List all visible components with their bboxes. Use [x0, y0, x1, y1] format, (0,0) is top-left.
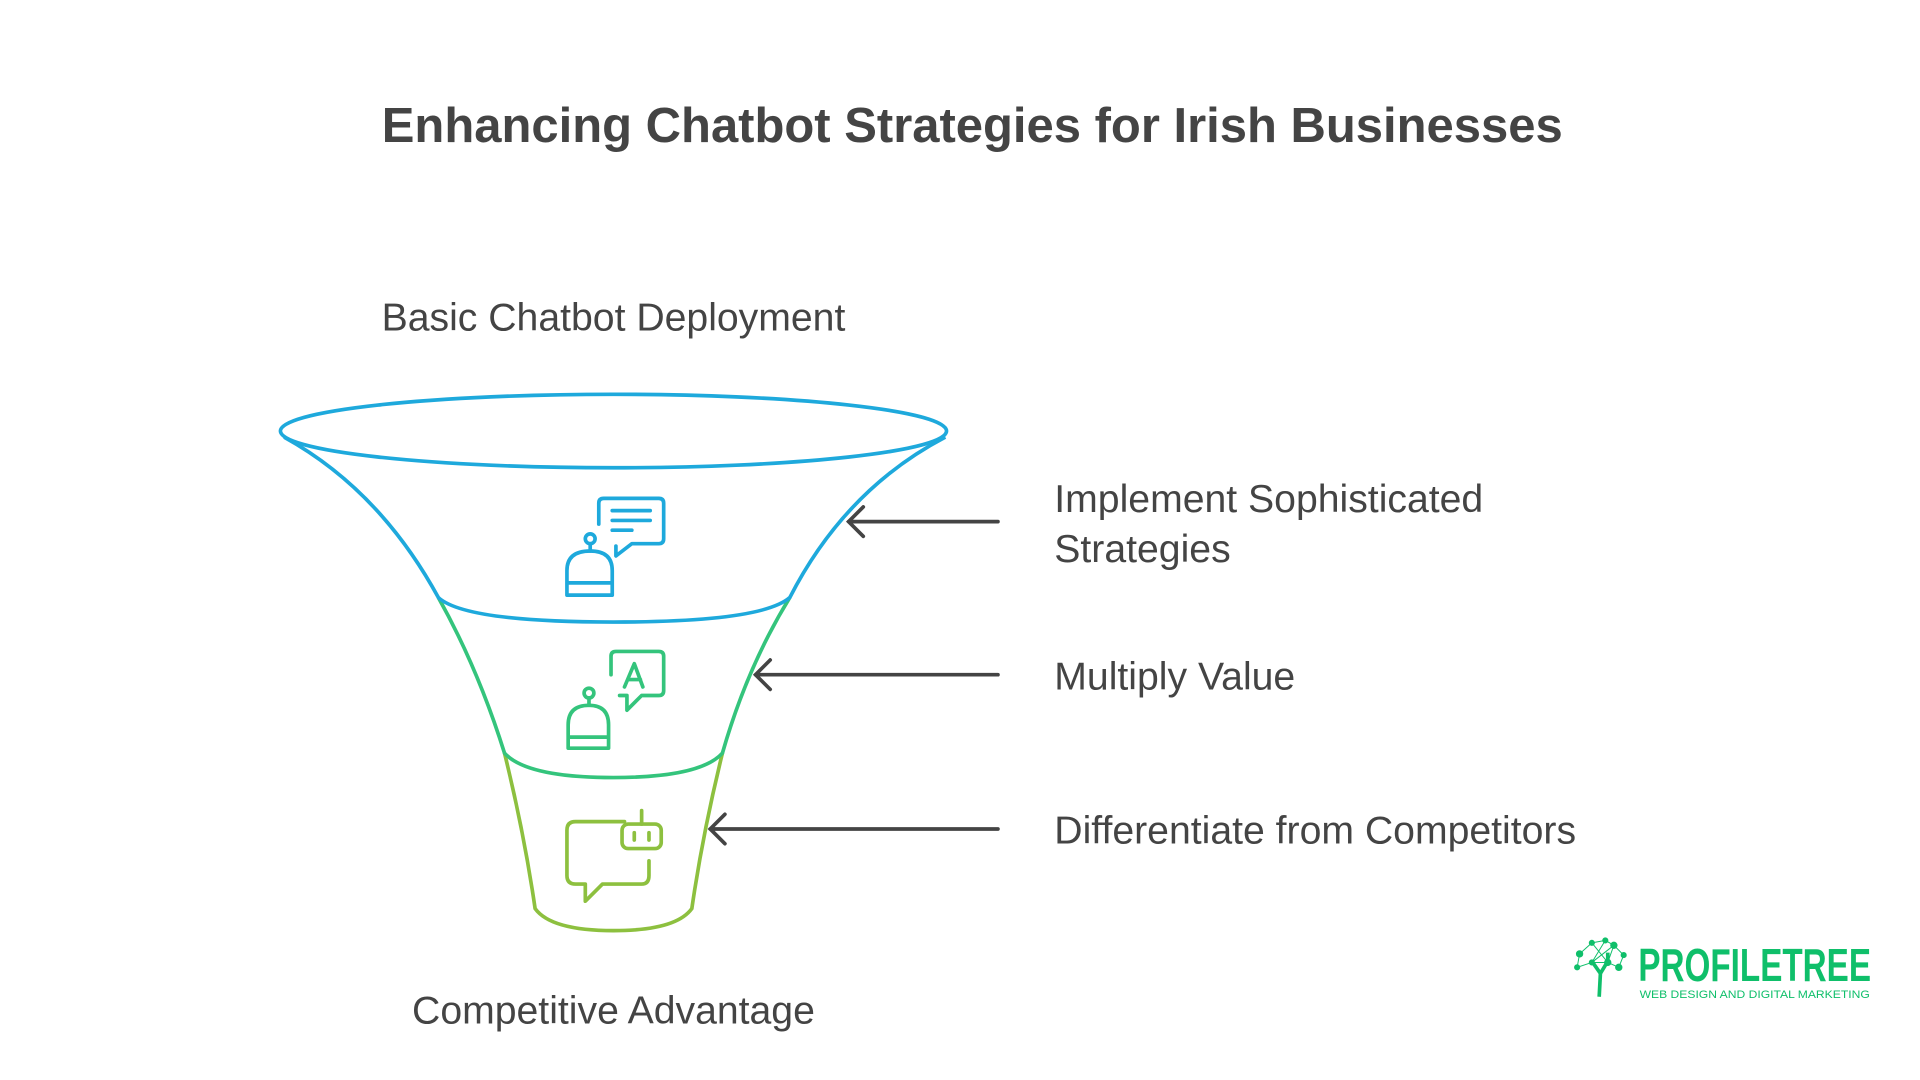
- logo-name: PROFILETREE: [1638, 939, 1871, 991]
- arrow-3: [707, 812, 1000, 846]
- robot-chat-message-icon: [565, 496, 666, 597]
- funnel-stage-2: [436, 596, 792, 780]
- profiletree-logo: PROFILETREE WEB DESIGN AND DIGITAL MARKE…: [1574, 937, 1871, 1001]
- page-title: Enhancing Chatbot Strategies for Irish B…: [382, 99, 1563, 153]
- funnel-stage-3: [502, 752, 725, 933]
- funnel-bottom-label: Competitive Advantage: [412, 990, 815, 1033]
- stage-1-label-line-2: Strategies: [1054, 528, 1230, 571]
- stage-3-label: Differentiate from Competitors: [1054, 810, 1576, 853]
- arrow-1: [845, 505, 1000, 539]
- stage-1-label-line-1: Implement Sophisticated: [1054, 478, 1483, 521]
- funnel-top-label: Basic Chatbot Deployment: [382, 297, 846, 340]
- funnel-stage-1: [278, 392, 949, 624]
- chat-bot-bubble-icon: [565, 808, 664, 904]
- tree-icon: [1574, 937, 1627, 997]
- logo-tagline: WEB DESIGN AND DIGITAL MARKETING: [1640, 989, 1870, 1001]
- robot-translate-icon: [566, 649, 666, 750]
- stage-2-label: Multiply Value: [1054, 655, 1295, 698]
- funnel-top-rim: [278, 392, 949, 470]
- arrow-2: [752, 658, 1000, 692]
